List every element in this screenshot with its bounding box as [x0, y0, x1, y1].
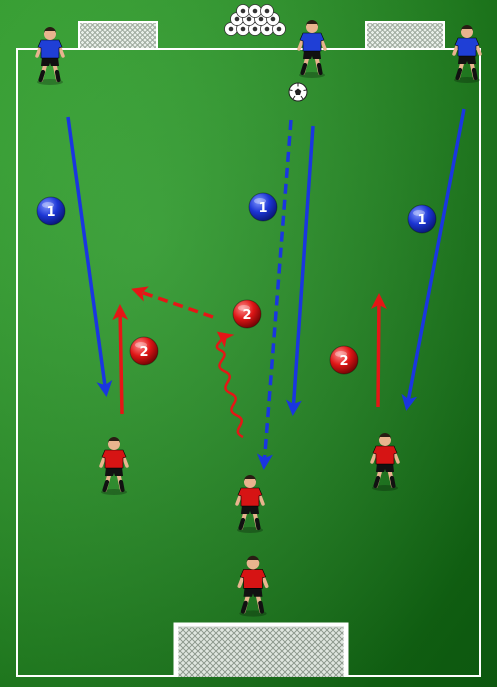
arrow-red-right — [378, 297, 379, 407]
step-badge-red: 2 — [330, 346, 358, 374]
arrow-red-left — [120, 308, 122, 414]
step-badge-blue: 1 — [37, 197, 65, 225]
small-goal-left — [79, 22, 157, 49]
step-badge-label: 2 — [242, 308, 251, 323]
soccer-ball-icon — [289, 83, 307, 101]
step-badge-label: 1 — [258, 201, 267, 216]
step-badge-red: 2 — [130, 337, 158, 365]
step-badge-red: 2 — [233, 300, 261, 328]
goal-net-icon — [176, 625, 346, 677]
step-badge-label: 1 — [417, 213, 426, 228]
step-badge-label: 2 — [139, 345, 148, 360]
step-badge-blue: 1 — [408, 205, 436, 233]
step-badge-label: 2 — [339, 354, 348, 369]
step-badge-label: 1 — [46, 205, 55, 220]
small-goal-right — [366, 22, 444, 49]
step-badge-blue: 1 — [249, 193, 277, 221]
